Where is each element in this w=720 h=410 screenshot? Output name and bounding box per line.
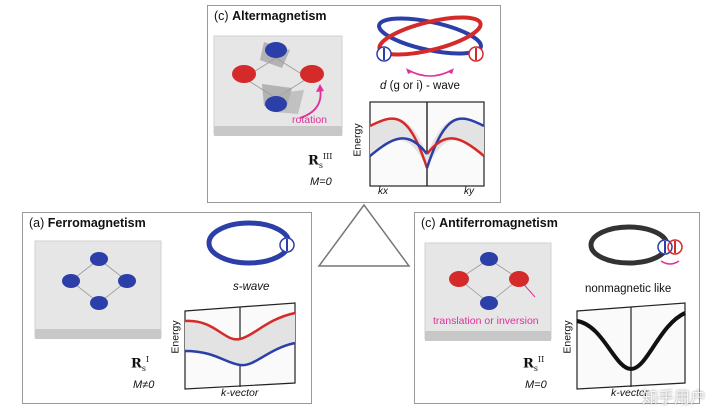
- watermark: 知乎用户: [641, 390, 706, 407]
- panel-title: (a) Ferromagnetism: [29, 216, 146, 230]
- symbol-sub: s: [318, 160, 323, 170]
- symbol-sub: s: [533, 363, 538, 373]
- symbol-sup: II: [537, 355, 545, 364]
- panel-title-text: Ferromagnetism: [47, 216, 146, 230]
- translation-label: translation or inversion: [433, 315, 539, 327]
- crystal-slab: [34, 240, 162, 339]
- d-wave-rings-icon: [376, 15, 484, 77]
- panel-title: (c) Altermagnetism: [214, 9, 327, 23]
- symbol-sup: III: [322, 152, 333, 161]
- spin-down-atom: [265, 96, 287, 112]
- symbol-sup: I: [145, 355, 150, 364]
- antiferromagnet-band-plot: [576, 302, 686, 390]
- symbol-main: R: [308, 153, 319, 169]
- spin-down-atom: [480, 296, 498, 310]
- wave-label: nonmagnetic like: [585, 283, 672, 295]
- spin-up-atom: [90, 296, 108, 310]
- magnetization-label: M≠0: [133, 379, 155, 391]
- symmetry-symbol: RsII: [523, 355, 544, 373]
- energy-axis-label: Energy: [351, 123, 364, 157]
- spin-up-atom: [449, 271, 469, 287]
- symmetry-symbol: RsI: [131, 355, 149, 373]
- panel-title-text: Altermagnetism: [232, 9, 327, 23]
- wave-label-rest: (g or i) - wave: [389, 80, 460, 92]
- crystal-slab: [213, 35, 343, 136]
- wave-label: d (g or i) - wave: [380, 80, 460, 92]
- wave-label-d: d: [380, 80, 387, 92]
- s-wave-ring-icon: [206, 220, 295, 266]
- energy-axis-label: Energy: [561, 320, 574, 354]
- panel-letter: (c): [421, 216, 436, 230]
- magnetization-label: M=0: [310, 176, 332, 188]
- spin-down-atom: [265, 42, 287, 58]
- spin-up-atom: [232, 65, 256, 83]
- altermagnet-band-plot: [369, 101, 485, 187]
- ky-label: ky: [464, 186, 474, 197]
- symmetry-symbol: RsIII: [308, 152, 332, 170]
- panel-letter: (c): [214, 9, 229, 23]
- spin-down-atom: [480, 252, 498, 266]
- panel-title: (c) Antiferromagnetism: [421, 216, 558, 230]
- spin-up-atom: [62, 274, 80, 288]
- wave-label: s-wave: [233, 281, 270, 293]
- ferromagnet-band-plot: [184, 302, 296, 390]
- kvector-label: k-vector: [611, 387, 649, 399]
- symbol-sub: s: [141, 363, 146, 373]
- altermagnetism-panel: (c) Altermagnetism rotation d: [207, 5, 501, 203]
- nonmagnetic-ring-icon: [588, 224, 683, 266]
- symbol-main: R: [131, 356, 142, 372]
- spin-up-atom: [90, 252, 108, 266]
- energy-axis-label: Energy: [169, 320, 182, 354]
- ferromagnetism-panel: (a) Ferromagnetism s-wave Energy k-vecto…: [22, 212, 312, 404]
- spin-up-atom: [509, 271, 529, 287]
- symbol-main: R: [523, 356, 534, 372]
- spin-up-atom: [118, 274, 136, 288]
- crystal-slab: [424, 242, 552, 341]
- rotation-label: rotation: [292, 114, 328, 126]
- spin-up-atom: [300, 65, 324, 83]
- kvector-label: k-vector: [221, 387, 259, 399]
- panel-letter: (a): [29, 216, 45, 230]
- magnetization-label: M=0: [525, 379, 547, 391]
- panel-title-text: Antiferromagnetism: [439, 216, 558, 230]
- kx-label: kx: [378, 186, 388, 197]
- antiferromagnetism-panel: (c) Antiferromagnetism translation or in…: [414, 212, 700, 404]
